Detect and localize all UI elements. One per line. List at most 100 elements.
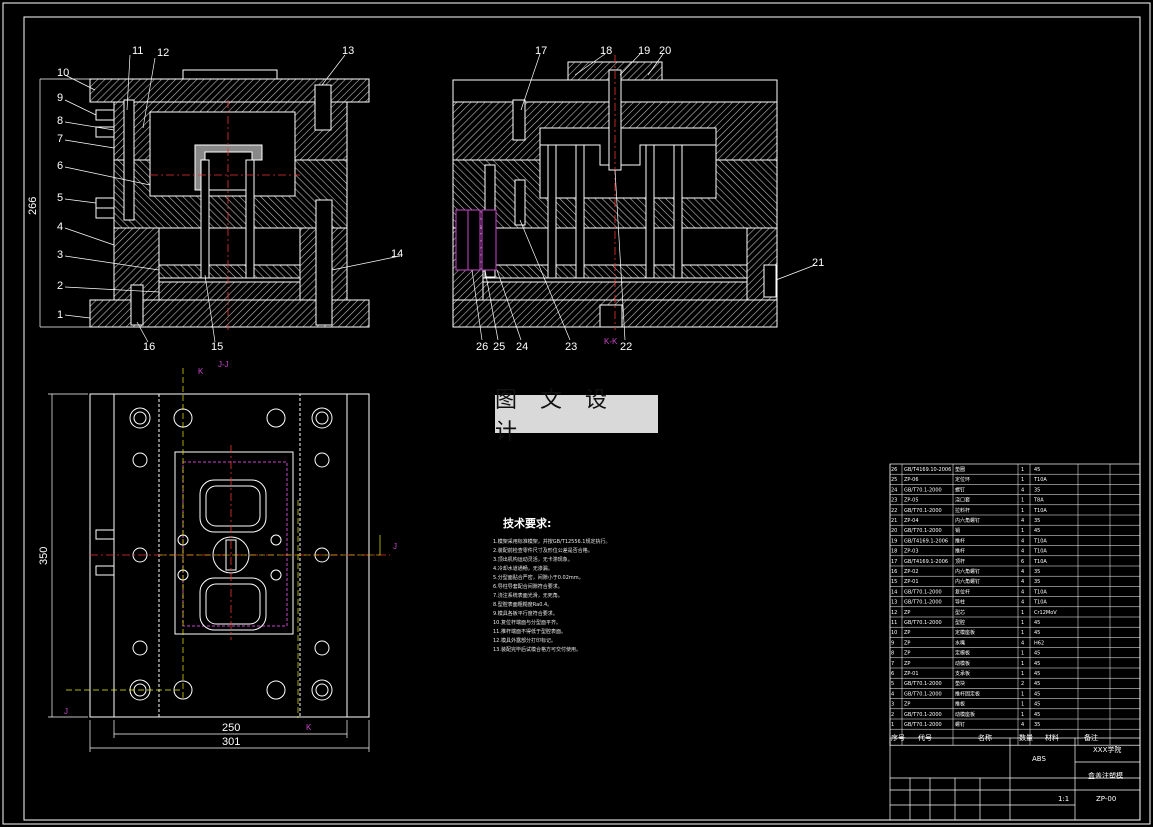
callout-25: 25 (493, 341, 505, 353)
bom-cell: GB/T4169.1-2006 (904, 538, 948, 544)
callout-16: 16 (143, 341, 155, 353)
callout-6: 6 (57, 160, 63, 172)
leaders (64, 53, 816, 343)
marker-k-1: K (198, 367, 204, 376)
bom-cell: ZP-04 (904, 518, 919, 524)
bom-cell: 动模座板 (955, 711, 975, 718)
bom-cell: GB/T70.1-2000 (904, 620, 942, 626)
inner-frame (23, 16, 1141, 821)
bom-cell: 内六角螺钉 (955, 578, 980, 585)
tech-line: 13.装配完毕后试模合格方可交付使用。 (493, 646, 581, 653)
bom-cell: 10 (891, 630, 897, 636)
bom-cell: 20 (891, 528, 897, 534)
bom-cell: 45 (1034, 681, 1040, 687)
bom-cell: 3 (891, 702, 894, 708)
bom-cell: 内六角螺钉 (955, 517, 980, 524)
bom-cell: 25 (891, 477, 897, 483)
bom-cell: ZP (904, 702, 910, 708)
bom-cell: GB/T70.1-2000 (904, 487, 942, 493)
bom-cell: 推板 (955, 701, 965, 708)
bom-cell: 1 (1021, 661, 1024, 667)
bom-cell: 4 (891, 691, 894, 697)
bom-cell: 拉料杆 (955, 507, 970, 514)
bom-cell: 顶杆 (955, 558, 965, 565)
callout-15: 15 (211, 341, 223, 353)
bom-cell: 14 (891, 589, 897, 595)
callout-2: 2 (57, 280, 63, 292)
bom-cell: 7 (891, 661, 894, 667)
bom-cell: 4 (1021, 589, 1024, 595)
bom-cell: 1 (1021, 671, 1024, 677)
bom-cell: 型芯 (955, 609, 965, 616)
section-label-jj: J-J (218, 360, 229, 369)
bom-cell: ZP-01 (904, 671, 919, 677)
bom-cell: T10A (1033, 549, 1047, 555)
bom-cell: 18 (891, 549, 897, 555)
bom-cell: 4 (1021, 640, 1024, 646)
bom-cell: 45 (1034, 712, 1040, 718)
bom-cell: ZP-05 (904, 498, 919, 504)
callout-21: 21 (812, 257, 824, 269)
bom-cell: 21 (891, 518, 897, 524)
tech-line: 12.模具外露部分打印标记。 (493, 637, 556, 644)
bom-cell: 1 (1021, 630, 1024, 636)
front-section-view: 266 (27, 69, 370, 330)
bom-cell: 45 (1034, 467, 1040, 473)
bom-cell: 定模板 (955, 650, 970, 657)
bom-cell: 6 (891, 671, 894, 677)
bom-cell: 24 (891, 487, 897, 493)
bom-cell: 动模板 (955, 660, 970, 667)
title-code: ZP-00 (1096, 795, 1116, 803)
bom-cell: 导柱 (955, 599, 965, 606)
bom-cell: 45 (1034, 671, 1040, 677)
bom-cell: 型腔 (955, 619, 965, 626)
callout-4: 4 (57, 221, 63, 233)
bom-cell: 垫块 (955, 680, 965, 687)
bom-cell: 6 (1021, 559, 1024, 565)
bom-cell: 销 (955, 527, 960, 534)
bom-cell: ZP (904, 640, 910, 646)
bom-cell: 45 (1034, 528, 1040, 534)
bom-cell: 浇口套 (955, 497, 970, 504)
title-name: 盒盖注塑模 (1088, 771, 1123, 780)
marker-k-2: K (306, 723, 312, 732)
callout-9: 9 (57, 92, 63, 104)
bom-cell: 垫圈 (955, 466, 965, 473)
marker-j-2: J (64, 707, 68, 716)
bom-cell: GB/T70.1-2000 (904, 681, 942, 687)
bom-cell: 推杆 (955, 548, 965, 555)
dim-height-left: 266 (27, 197, 39, 215)
bom-cell: 复位杆 (955, 588, 970, 595)
bom-cell: T10A (1033, 600, 1047, 606)
bom-cell: 4 (1021, 549, 1024, 555)
bom-cell: 2 (1021, 681, 1024, 687)
technical-requirements: 技术要求: 1.模架采用标准模架，并按GB/T12556.1规定执行。 2.装配… (493, 516, 611, 653)
bom-cell: 1 (1021, 620, 1024, 626)
callout-10: 10 (57, 67, 69, 79)
bom-cell: T10A (1033, 538, 1047, 544)
bom-cell: Cr12MoV (1034, 610, 1057, 616)
side-section-view (452, 55, 778, 330)
tech-title: 技术要求: (503, 516, 551, 530)
callout-26: 26 (476, 341, 488, 353)
tech-line: 7.浇注系统表面光滑，无死角。 (493, 592, 563, 599)
bom-cell: 定模座板 (955, 629, 975, 636)
bom-cell: T10A (1033, 559, 1047, 565)
section-label-kk: K-K (604, 337, 618, 346)
callout-5: 5 (57, 192, 63, 204)
callout-7: 7 (57, 133, 63, 145)
bom-cell: 4 (1021, 600, 1024, 606)
bom-cell: 45 (1034, 691, 1040, 697)
bom-cell: 内六角螺钉 (955, 568, 980, 575)
bom-cell: GB/T70.1-2000 (904, 691, 942, 697)
bom-cell: 定位环 (955, 476, 970, 483)
bom-cell: 1 (1021, 508, 1024, 514)
bom-cell: GB/T70.1-2000 (904, 508, 942, 514)
title-scale: 1:1 (1058, 795, 1069, 803)
callout-22: 22 (620, 341, 632, 353)
bom-cell: 1 (1021, 651, 1024, 657)
callout-12: 12 (157, 47, 169, 59)
bom-cell: 26 (891, 467, 897, 473)
